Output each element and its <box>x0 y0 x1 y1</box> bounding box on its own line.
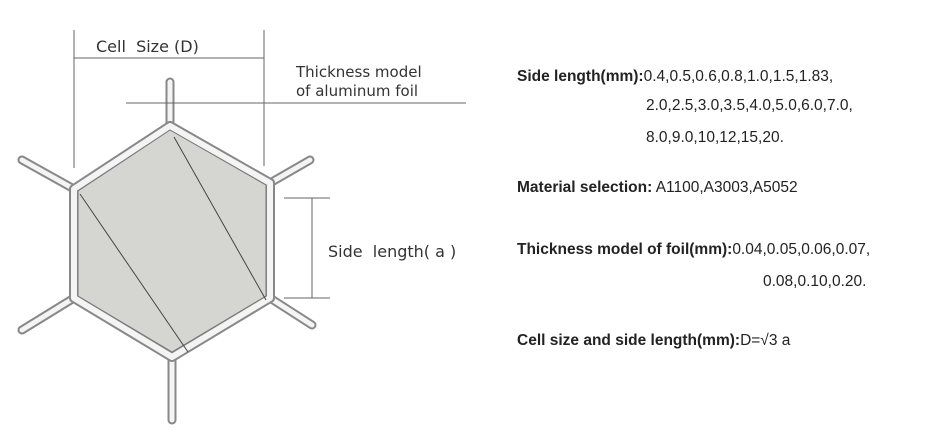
side-length-dimension <box>284 197 330 299</box>
material-spec: Material selection: A1100,A3003,A5052 <box>517 174 798 202</box>
side-length-values-line3: 8.0,9.0,10,12,15,20. <box>646 129 784 146</box>
cell-size-spec: Cell size and side length(mm):D=√3 a <box>517 327 790 355</box>
side-length-spec-label: Side length(mm): <box>517 68 644 85</box>
thickness-label-line1: Thickness model <box>295 63 422 81</box>
cell-size-dimension <box>73 30 265 168</box>
thickness-spec: Thickness model of foil(mm):0.04,0.05,0.… <box>517 236 870 264</box>
side-length-label: Side length( a ) <box>328 242 456 261</box>
hexagon-cell <box>77 129 267 353</box>
cell-size-formula: D=√3 a <box>740 332 791 349</box>
honeycomb-cell-diagram: Cell Size (D) Thickness model of aluminu… <box>17 30 466 425</box>
cell-diagonal-1 <box>79 193 189 353</box>
cell-diagonal-2 <box>173 136 267 301</box>
cell-size-spec-label: Cell size and side length(mm): <box>517 332 741 349</box>
side-length-spec: Side length(mm):0.4,0.5,0.6,0.8,1.0,1.5,… <box>517 63 833 91</box>
side-length-values-line2: 2.0,2.5,3.0,3.5,4.0,5.0,6.0,7.0, <box>646 97 853 114</box>
thickness-label-line2: of aluminum foil <box>296 82 418 100</box>
side-length-values-line1: 0.4,0.5,0.6,0.8,1.0,1.5,1.83, <box>643 68 834 85</box>
material-spec-label: Material selection: <box>517 179 653 196</box>
thickness-values-line2: 0.08,0.10,0.20. <box>763 273 867 290</box>
thickness-spec-label: Thickness model of foil(mm): <box>517 241 733 258</box>
cell-size-label: Cell Size (D) <box>96 37 199 56</box>
thickness-values-line1: 0.04,0.05,0.06,0.07, <box>732 241 871 258</box>
material-values: A1100,A3003,A5052 <box>652 179 798 196</box>
